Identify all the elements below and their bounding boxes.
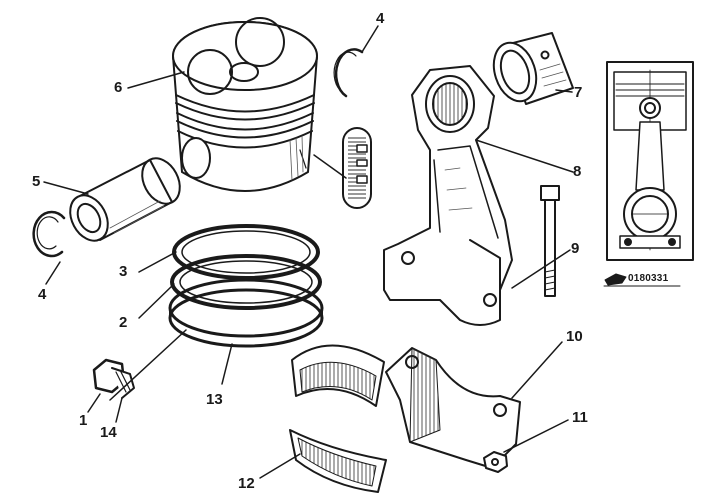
figure-code: 0180331: [628, 273, 669, 284]
callout-5: 5: [32, 173, 41, 190]
small-end-bushing: [492, 32, 574, 105]
piston-rings: [168, 224, 324, 348]
circlip-bottom: [32, 210, 66, 258]
callout-1: 1: [79, 412, 88, 429]
bolt-head-detail: [92, 358, 135, 399]
bearing-shell-upper: [291, 344, 385, 407]
callout-12: 12: [238, 475, 255, 492]
conrod-nut: [483, 419, 569, 473]
callout-13: 13: [206, 391, 223, 408]
piston: [172, 17, 318, 192]
leader-lines: [43, 71, 573, 479]
conrod-bolt: [511, 185, 571, 297]
callout-8: 8: [573, 163, 582, 180]
callout-4-bottom: 4: [38, 286, 47, 303]
conrod-cap: [385, 341, 563, 469]
piston-pin: [69, 157, 181, 242]
bearing-shell-lower: [289, 429, 387, 493]
callout-14: 14: [100, 424, 117, 441]
ring-groove-section: [313, 127, 372, 209]
callout-9: 9: [571, 240, 580, 257]
callout-11: 11: [572, 409, 588, 426]
callout-6: 6: [114, 79, 123, 96]
circlip-top: [333, 25, 379, 98]
callout-10: 10: [566, 328, 583, 345]
camera-icon: [603, 273, 681, 287]
callout-2: 2: [119, 314, 128, 331]
inset-panel: [606, 61, 694, 261]
connecting-rod: [383, 65, 574, 326]
callout-3: 3: [119, 263, 128, 280]
callout-7: 7: [574, 84, 583, 101]
callout-4-top: 4: [376, 10, 385, 27]
